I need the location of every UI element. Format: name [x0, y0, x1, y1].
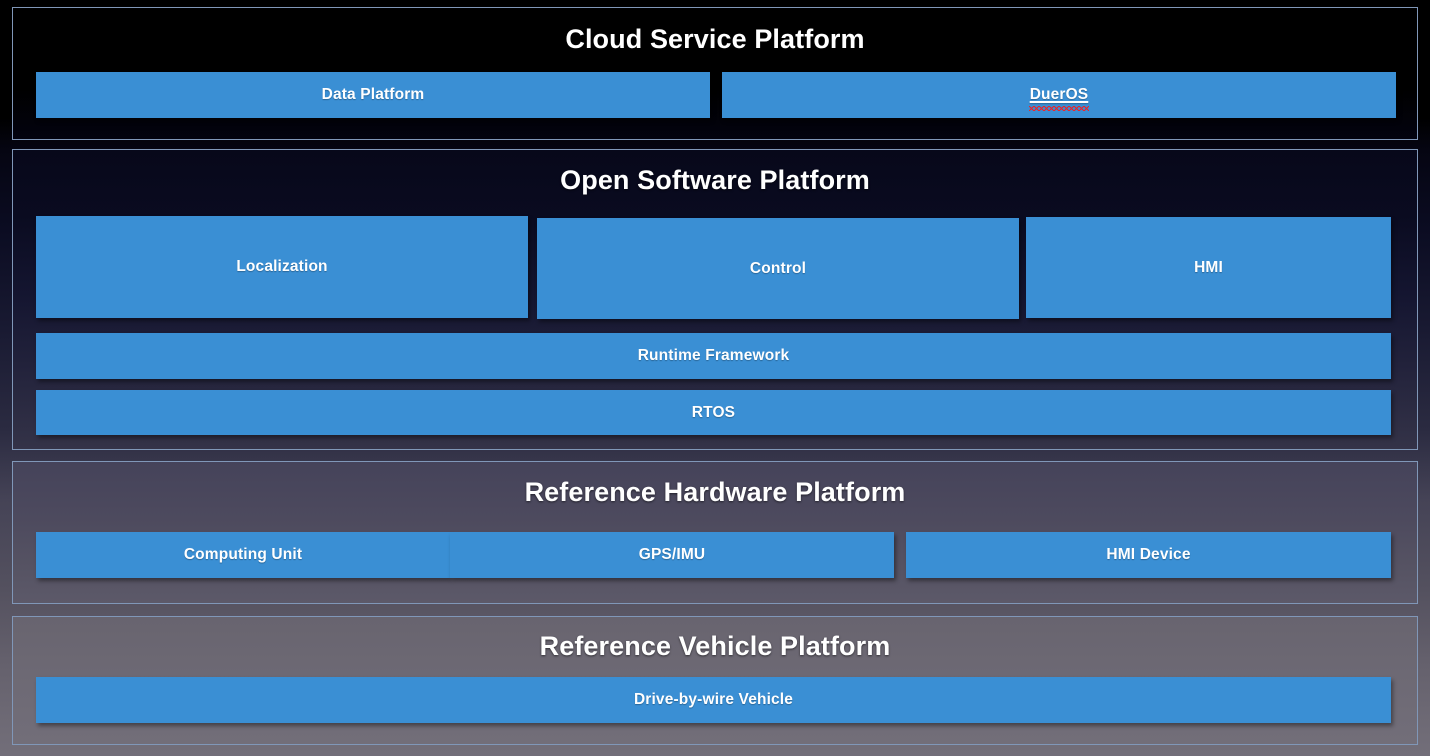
section-open-software-platform: Open Software Platform Localization Cont… — [12, 149, 1418, 450]
box-data-platform[interactable]: Data Platform — [36, 72, 710, 118]
box-control[interactable]: Control — [537, 218, 1019, 319]
box-hmi[interactable]: HMI — [1026, 217, 1391, 318]
box-label-gps-imu: GPS/IMU — [638, 546, 706, 563]
box-label-control: Control — [749, 259, 807, 277]
box-label-runtime-framework: Runtime Framework — [637, 347, 790, 364]
box-drive-by-wire-vehicle[interactable]: Drive-by-wire Vehicle — [36, 677, 1391, 723]
section-title-reference-vehicle-platform: Reference Vehicle Platform — [539, 631, 891, 661]
section-cloud-service-platform: Cloud Service Platform Data Platform Due… — [12, 7, 1418, 140]
box-label-hmi-device: HMI Device — [1106, 546, 1191, 563]
box-dueros[interactable]: DuerOS — [722, 72, 1396, 118]
box-label-rtos: RTOS — [691, 403, 736, 421]
box-label-computing-unit: Computing Unit — [183, 546, 303, 563]
section-title-cloud-service-platform: Cloud Service Platform — [565, 24, 865, 54]
box-label-dueros: DuerOS — [1028, 86, 1089, 111]
box-localization[interactable]: Localization — [36, 216, 528, 318]
box-label-drive-by-wire-vehicle: Drive-by-wire Vehicle — [633, 691, 794, 708]
box-label-hmi: HMI — [1194, 258, 1223, 276]
box-hmi-device[interactable]: HMI Device — [906, 532, 1391, 578]
box-runtime-framework[interactable]: Runtime Framework — [36, 333, 1391, 379]
box-label-localization: Localization — [236, 258, 328, 275]
box-computing-unit[interactable]: Computing Unit — [36, 532, 450, 578]
section-reference-hardware-platform: Reference Hardware Platform Computing Un… — [12, 461, 1418, 604]
box-label-data-platform: Data Platform — [321, 86, 425, 103]
box-rtos[interactable]: RTOS — [36, 390, 1391, 435]
section-title-open-software-platform: Open Software Platform — [560, 165, 870, 195]
section-title-reference-hardware-platform: Reference Hardware Platform — [524, 477, 906, 507]
section-reference-vehicle-platform: Reference Vehicle Platform Drive-by-wire… — [12, 616, 1418, 745]
box-gps-imu[interactable]: GPS/IMU — [450, 532, 894, 578]
